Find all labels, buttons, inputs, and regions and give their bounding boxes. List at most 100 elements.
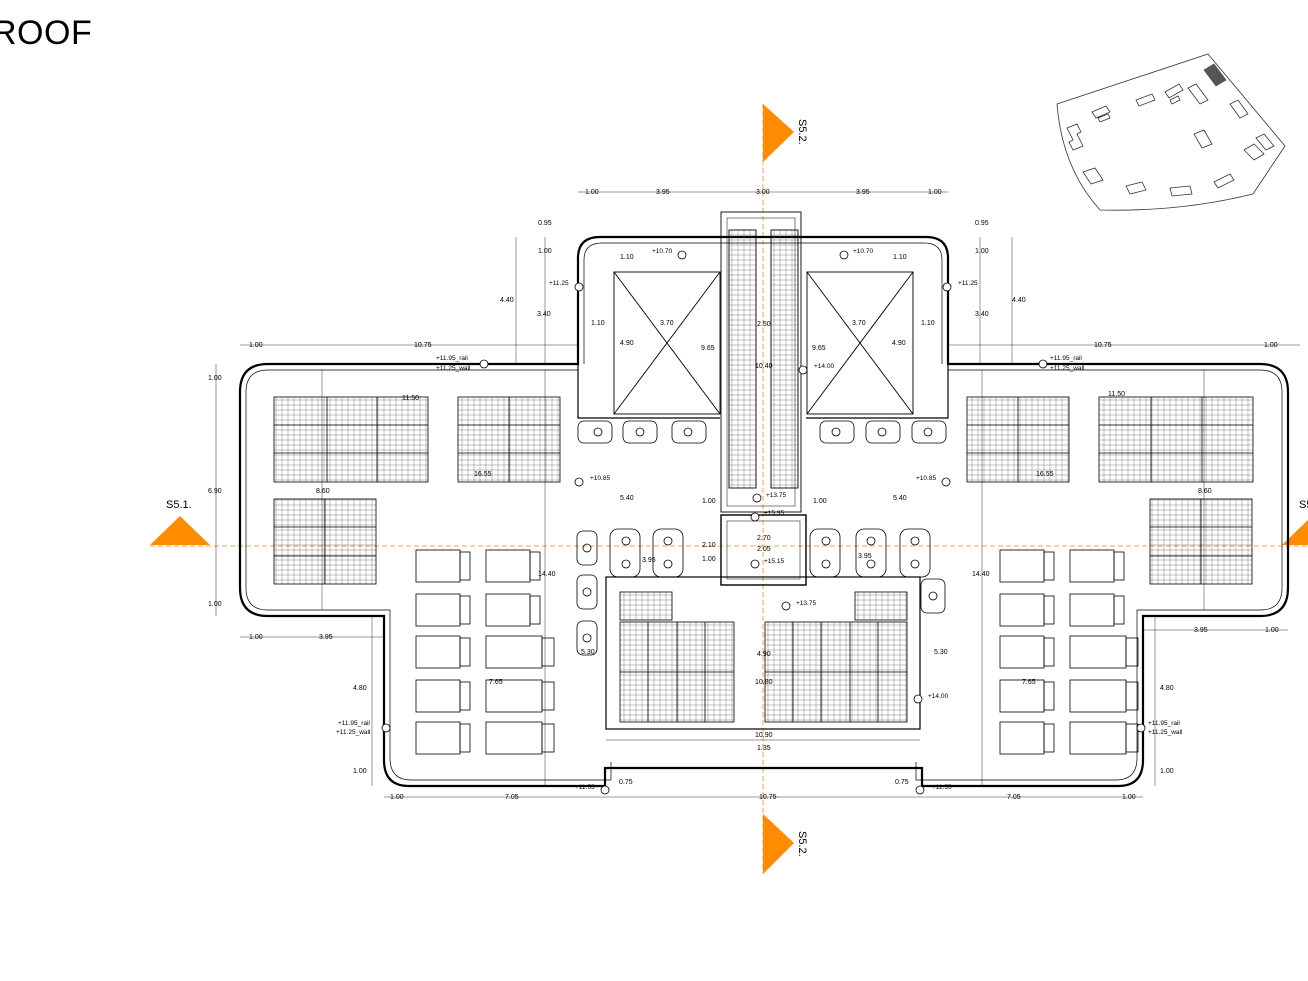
section-label-right: S5.1. — [1299, 499, 1308, 511]
dim-top-2: 3.95 — [656, 189, 670, 196]
dim: 4.90 — [620, 340, 634, 347]
dim-top-3: 3.00 — [756, 189, 770, 196]
dim: 10.75 — [1094, 342, 1112, 349]
dim: 3.95 — [858, 553, 872, 560]
dim: 4.40 — [500, 297, 514, 304]
level-wall-left: +11.25_wall — [436, 365, 471, 372]
level-bottom-left: +11.55 — [575, 784, 595, 791]
level-wall-bottom-right: +11.25_wall — [1148, 729, 1183, 736]
level-deck-right: +10.85 — [916, 475, 936, 482]
water-tanks — [576, 420, 947, 656]
dim: 3.95 — [1194, 627, 1208, 634]
dim: 1.00 — [208, 601, 222, 608]
level-wall-right: +11.25_wall — [1050, 365, 1085, 372]
dim: 1.10 — [921, 320, 935, 327]
dim: 1.00 — [1264, 342, 1278, 349]
dim: 1.10 — [620, 254, 634, 261]
dim: 1.00 — [249, 342, 263, 349]
pv-arrays — [273, 396, 1254, 723]
dim: 10.90 — [755, 732, 773, 739]
section-marker-bottom — [763, 814, 794, 874]
dim: 1.10 — [591, 320, 605, 327]
building-outline — [238, 235, 1290, 788]
dim: 5.30 — [581, 649, 595, 656]
dim: 1.10 — [893, 254, 907, 261]
section-label-top: S5.2. — [796, 119, 808, 145]
dim: 10.40 — [755, 363, 773, 370]
dim: 9.65 — [812, 345, 826, 352]
stair-cores — [613, 271, 914, 415]
dim: 1.00 — [702, 498, 716, 505]
dim-bottom-3: 10.75 — [759, 794, 777, 801]
dim: 2.70 — [757, 535, 771, 542]
section-label-bottom: S5.2. — [796, 831, 808, 857]
dim-bottom-1: 1.00 — [390, 794, 404, 801]
dim: 0.95 — [975, 220, 989, 227]
condenser-units — [415, 549, 1139, 755]
dim: 1.00 — [1265, 627, 1279, 634]
level-lift-a: +13.75 — [766, 492, 786, 499]
level-side-left: +11.25 — [549, 280, 569, 287]
dim: 16.55 — [1036, 471, 1054, 478]
dim: 2.05 — [757, 546, 771, 553]
dim: 10.80 — [755, 679, 773, 686]
dim: 10.75 — [414, 342, 432, 349]
level-block-right: +14.00 — [928, 693, 948, 700]
dimension-texts: 1.00 3.95 3.00 3.95 1.00 0.95 1.00 4.40 … — [208, 189, 1279, 801]
dim: 3.95 — [642, 557, 656, 564]
level-stair-left: +10.70 — [652, 248, 672, 255]
dim: 1.00 — [208, 375, 222, 382]
dim-top-4: 3.95 — [856, 189, 870, 196]
dim: 14.40 — [538, 571, 556, 578]
dim: 11.50 — [402, 395, 419, 402]
dim-bottom-5: 1.00 — [1122, 794, 1136, 801]
dim: 3.40 — [537, 311, 551, 318]
level-rail-bottom-right: +11.95_rail — [1148, 720, 1180, 727]
section-marker-top — [763, 104, 794, 162]
dim-top-5: 1.00 — [928, 189, 942, 196]
section-marker-right — [1282, 520, 1308, 545]
level-lift-b: +15.35 — [764, 510, 784, 517]
level-core-top: +14.00 — [814, 363, 834, 370]
central-shaft — [720, 211, 807, 586]
level-bottom-right: +11.55 — [932, 784, 952, 791]
dim: 11.50 — [1108, 391, 1125, 398]
dim: 4.90 — [757, 651, 771, 658]
dim: 2.50 — [757, 321, 771, 328]
level-lift-c: +15.15 — [764, 558, 784, 565]
dim: 1.00 — [249, 634, 263, 641]
dimension-lines — [215, 191, 1300, 798]
level-wall-bottom-left: +11.25_wall — [336, 729, 371, 736]
dim: 1.00 — [813, 498, 827, 505]
dim-bottom-4: 7.05 — [1007, 794, 1021, 801]
dim: 1.00 — [1160, 768, 1174, 775]
dim: 1.00 — [975, 248, 989, 255]
dim: 3.70 — [852, 320, 866, 327]
dim: 14.40 — [972, 571, 990, 578]
level-side-right: +11.25 — [958, 280, 978, 287]
level-block-top: +13.75 — [796, 600, 816, 607]
dim: 8.60 — [316, 488, 330, 495]
section-label-left: S5.1. — [166, 499, 192, 511]
dim: 0.75 — [619, 779, 633, 786]
dim: 7.65 — [1022, 679, 1036, 686]
dim: 4.90 — [892, 340, 906, 347]
dim: 3.40 — [975, 311, 989, 318]
dim: 3.95 — [319, 634, 333, 641]
dim: 4.40 — [1012, 297, 1026, 304]
dim: 1.00 — [538, 248, 552, 255]
level-markers — [381, 250, 1146, 795]
level-deck-left: +10.85 — [590, 475, 610, 482]
level-rail-left: +11.95_rail — [436, 355, 468, 362]
dim-top-1: 1.00 — [585, 189, 599, 196]
dim: 1.00 — [702, 556, 716, 563]
dim: 6.90 — [208, 488, 222, 495]
dim: 2.10 — [702, 542, 716, 549]
dim: 5.30 — [934, 649, 948, 656]
dim: 1.00 — [353, 768, 367, 775]
dim-bottom-2: 7.05 — [505, 794, 519, 801]
dim: 5.40 — [620, 495, 634, 502]
dim: 9.65 — [701, 345, 715, 352]
dim: 7.65 — [489, 679, 503, 686]
